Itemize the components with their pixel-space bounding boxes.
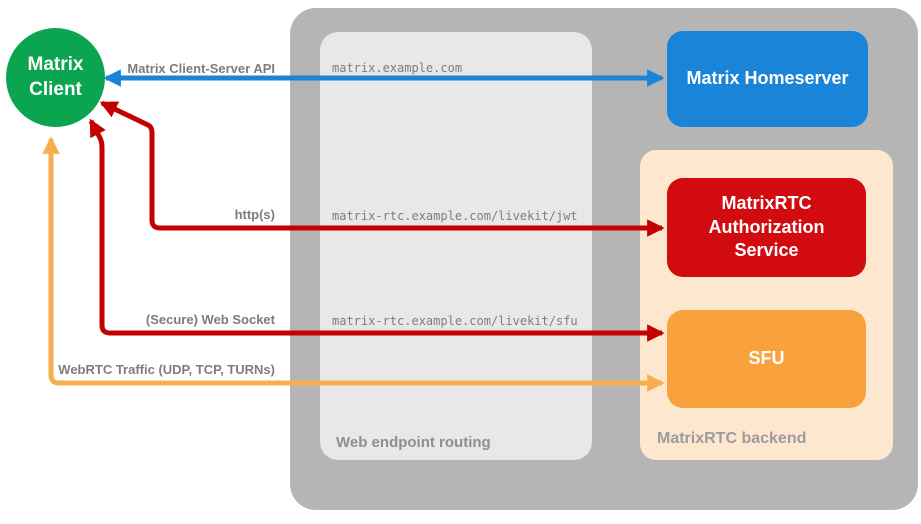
https-label: http(s) (234, 207, 275, 222)
client-server-api-label: Matrix Client-Server API (127, 61, 275, 76)
sfu-node: SFU (667, 310, 866, 408)
matrix-homeserver-label: Matrix Homeserver (686, 68, 849, 89)
web-endpoint-routing-box (320, 32, 592, 460)
endpoint-url-livekit-jwt: matrix-rtc.example.com/livekit/jwt (332, 209, 578, 223)
endpoint-url-livekit-sfu: matrix-rtc.example.com/livekit/sfu (332, 314, 578, 328)
matrixrtc-authorization-service-node: MatrixRTC Authorization Service (667, 178, 866, 277)
matrixrtc-backend-label: MatrixRTC backend (657, 430, 807, 447)
matrix-client-label-line1: Matrix (27, 53, 84, 75)
endpoint-url-homeserver: matrix.example.com (332, 61, 463, 75)
webrtc-traffic-label: WebRTC Traffic (UDP, TCP, TURNs) (58, 362, 275, 377)
sfu-label: SFU (748, 348, 785, 369)
web-endpoint-routing-label: Web endpoint routing (336, 434, 491, 451)
matrixrtc-authorization-service-label: MatrixRTC Authorization Service (708, 193, 825, 261)
matrix-client-label-line2: Client (29, 78, 82, 100)
websocket-label: (Secure) Web Socket (145, 312, 275, 327)
matrix-homeserver-node: Matrix Homeserver (667, 31, 868, 127)
matrix-client-node: Matrix Client (6, 28, 105, 127)
